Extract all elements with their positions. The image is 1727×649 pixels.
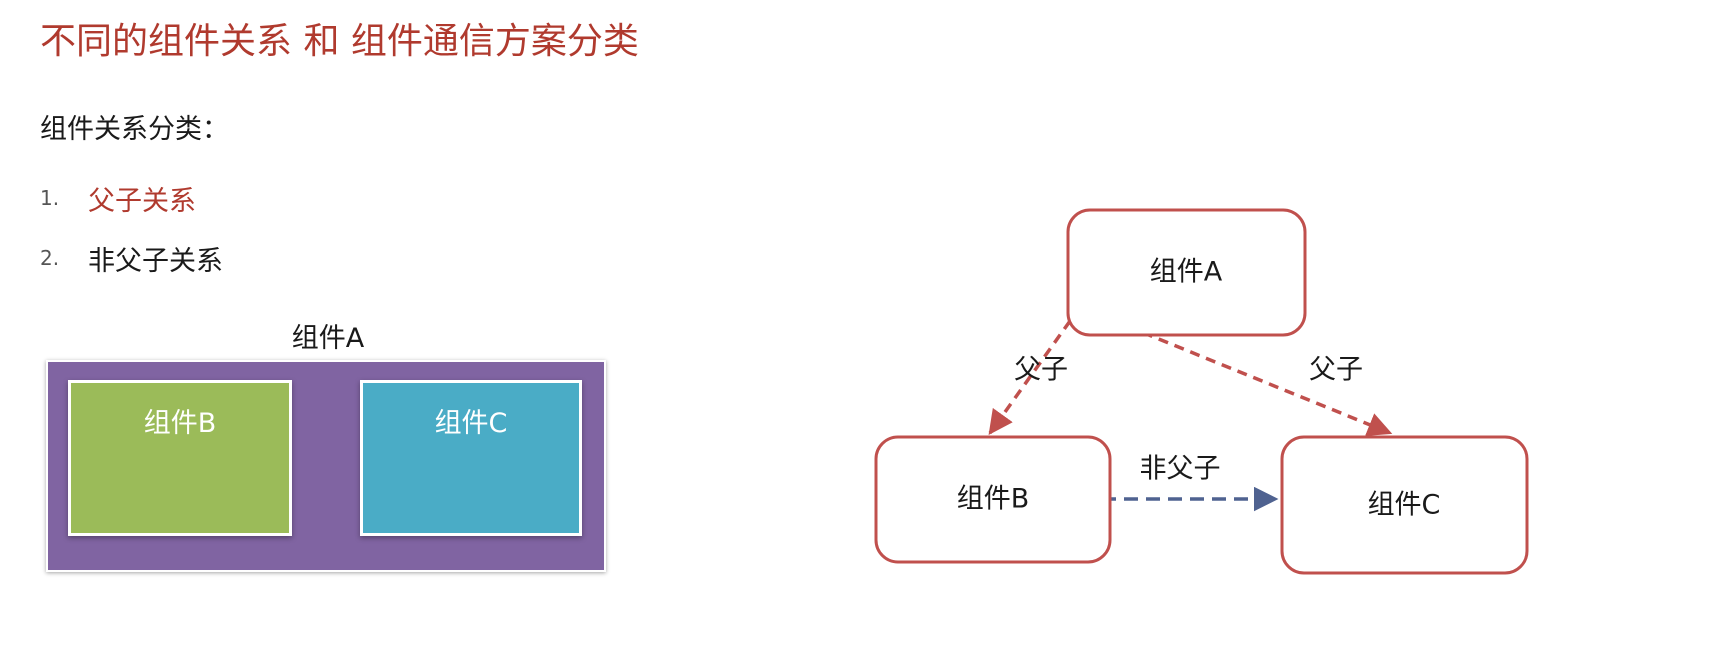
page-title: 不同的组件关系 和 组件通信方案分类: [40, 21, 639, 62]
component-a-container: 组件B 组件C: [46, 360, 606, 572]
node-component-a: [1066, 208, 1307, 337]
node-component-c-label: 组件C: [1368, 490, 1441, 521]
list-item-number: 2.: [40, 246, 60, 270]
relation-type-list: 1. 父子关系 2. 非父子关系: [40, 168, 223, 288]
list-item-number: 1.: [40, 186, 60, 210]
component-c-label: 组件C: [434, 408, 508, 439]
list-item: 1. 父子关系: [40, 168, 223, 228]
list-item-non-parent-child: 非父子关系: [88, 245, 223, 277]
component-b-label: 组件B: [143, 408, 217, 439]
list-item-parent-child: 父子关系: [88, 185, 196, 217]
component-b-box: 组件B: [68, 380, 292, 536]
node-component-b-label: 组件B: [957, 484, 1030, 515]
section-heading: 组件关系分类：: [40, 114, 229, 145]
edge-a-b-label: 父子: [1014, 355, 1068, 386]
list-item: 2. 非父子关系: [40, 228, 223, 288]
edge-b-c-label: 非父子: [1140, 454, 1221, 485]
component-c-box: 组件C: [360, 380, 582, 536]
node-component-a-label: 组件A: [1150, 257, 1223, 288]
node-component-c: [1280, 435, 1529, 575]
edge-a-c-label: 父子: [1309, 355, 1363, 386]
node-component-b: [874, 435, 1112, 564]
edge-a-to-b-arrow: [988, 305, 1082, 435]
nested-outer-label: 组件A: [291, 323, 365, 354]
